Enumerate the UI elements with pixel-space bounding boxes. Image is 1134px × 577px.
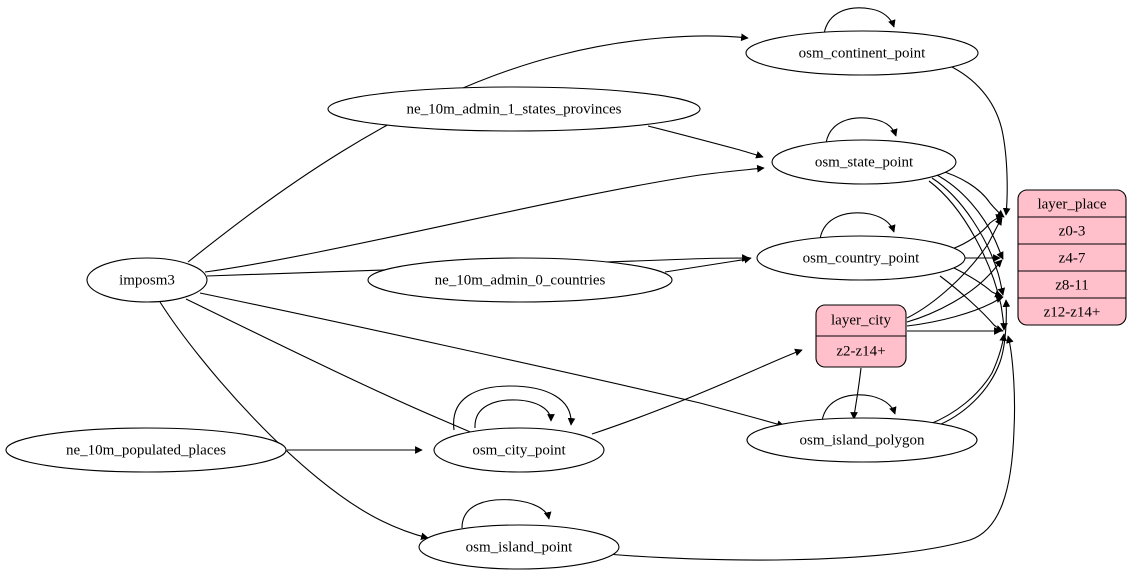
node-osm_island_point[interactable]: osm_island_point <box>418 524 620 570</box>
self-loop-osm_country_point <box>819 212 896 240</box>
layer_place-row-z0-3: z0-3 <box>1059 223 1086 239</box>
node-label-osm_city_point: osm_city_point <box>472 442 566 458</box>
node-osm_continent_point[interactable]: osm_continent_point <box>745 30 979 76</box>
node-ne_10m_populated_places[interactable]: ne_10m_populated_places <box>5 427 287 473</box>
edge-osm_state_point-to-layer_place-z4-7 <box>934 173 1004 260</box>
edge-layer_city-to-osm_island_polygon <box>850 367 862 420</box>
edge-osm_state_point-to-layer_place-z8-11 <box>931 177 1006 296</box>
node-label-ne_10m_populated_places: ne_10m_populated_places <box>66 442 226 458</box>
node-label-osm_island_polygon: osm_island_polygon <box>799 432 925 448</box>
edge-osm_country_point-to-layer_place-z0-3 <box>951 213 1004 250</box>
layer_place-row-z8-11: z8-11 <box>1055 277 1089 293</box>
edge-layer_city-to-layer_place-z8-11 <box>906 295 1004 327</box>
edge-ne_countries-to-osm_country_point <box>664 255 752 273</box>
edge-layer_city-to-layer_place-z0-3 <box>906 217 1003 319</box>
node-label-osm_continent_point: osm_continent_point <box>799 45 926 61</box>
edge-osm_city_point-to-layer_city <box>591 348 803 435</box>
edges-layer <box>159 7 1016 561</box>
self-loop-osm_state_point <box>825 117 898 144</box>
edge-osm_island_point-to-layer_place-z12-z14 <box>606 335 1016 561</box>
node-layer_place[interactable]: layer_place z0-3 z4-7 z8-11 z12-z14+ <box>1017 189 1127 326</box>
node-label-osm_country_point: osm_country_point <box>803 250 920 266</box>
edge-osm_country_point-to-layer_place-z8-11 <box>953 267 1003 298</box>
self-loop-osm_city_point-inner <box>474 399 555 429</box>
node-label-ne_10m_admin_1_states_provinces: ne_10m_admin_1_states_provinces <box>407 101 622 117</box>
node-osm_city_point[interactable]: osm_city_point <box>433 427 605 473</box>
node-osm_country_point[interactable]: osm_country_point <box>756 235 966 281</box>
node-label-osm_island_point: osm_island_point <box>466 539 574 555</box>
self-loop-osm_island_point <box>461 499 552 529</box>
node-ne_10m_admin_1_states_provinces[interactable]: ne_10m_admin_1_states_provinces <box>327 86 701 132</box>
nodes-layer: imposm3 ne_10m_admin_1_states_provinces … <box>5 30 1127 570</box>
layer_place-row-z12-z14: z12-z14+ <box>1044 304 1101 320</box>
self-loop-osm_continent_point <box>823 7 896 35</box>
edge-ne_states_provinces-to-osm_state_point <box>647 125 764 159</box>
node-label-osm_state_point: osm_state_point <box>815 154 914 170</box>
layer_place-row-z4-7: z4-7 <box>1059 250 1086 266</box>
layer_place-header-label: layer_place <box>1037 196 1106 212</box>
node-label-ne_10m_admin_0_countries: ne_10m_admin_0_countries <box>435 272 606 288</box>
layer_city-header-label: layer_city <box>831 312 891 328</box>
node-label-imposm3: imposm3 <box>119 272 175 288</box>
layer_city-row-z2-z14: z2-z14+ <box>836 343 885 359</box>
node-ne_10m_admin_0_countries[interactable]: ne_10m_admin_0_countries <box>367 257 673 303</box>
edge-osm_island_polygon-to-layer_place-z8-11 <box>933 299 1011 428</box>
edge-layer_city-to-layer_place-z4-7 <box>906 259 1003 323</box>
edge-imposm3-to-osm_island_polygon <box>199 292 785 428</box>
node-osm_island_polygon[interactable]: osm_island_polygon <box>746 417 978 463</box>
node-osm_state_point[interactable]: osm_state_point <box>771 139 957 185</box>
node-layer_city[interactable]: layer_city z2-z14+ <box>815 304 907 368</box>
self-loop-osm_city_point-outer <box>453 385 576 431</box>
edge-osm_state_point-to-layer_place-z0-3 <box>937 169 1005 218</box>
edge-imposm3-to-osm_continent_point <box>187 33 749 263</box>
edge-imposm3-to-osm_island_point <box>159 301 429 541</box>
edge-imposm3-to-osm_state_point <box>204 164 765 273</box>
node-imposm3[interactable]: imposm3 <box>86 257 208 303</box>
self-loop-osm_island_polygon <box>821 394 897 422</box>
edge-imposm3-to-osm_city_point <box>185 298 483 438</box>
edge-osm_country_point-to-layer_place-z12-z14 <box>939 275 1004 333</box>
edge-osm_island_polygon-to-layer_place-z12-z14 <box>929 333 1008 425</box>
edge-osm_continent_point-to-layer_place-z0-3 <box>947 64 1011 216</box>
